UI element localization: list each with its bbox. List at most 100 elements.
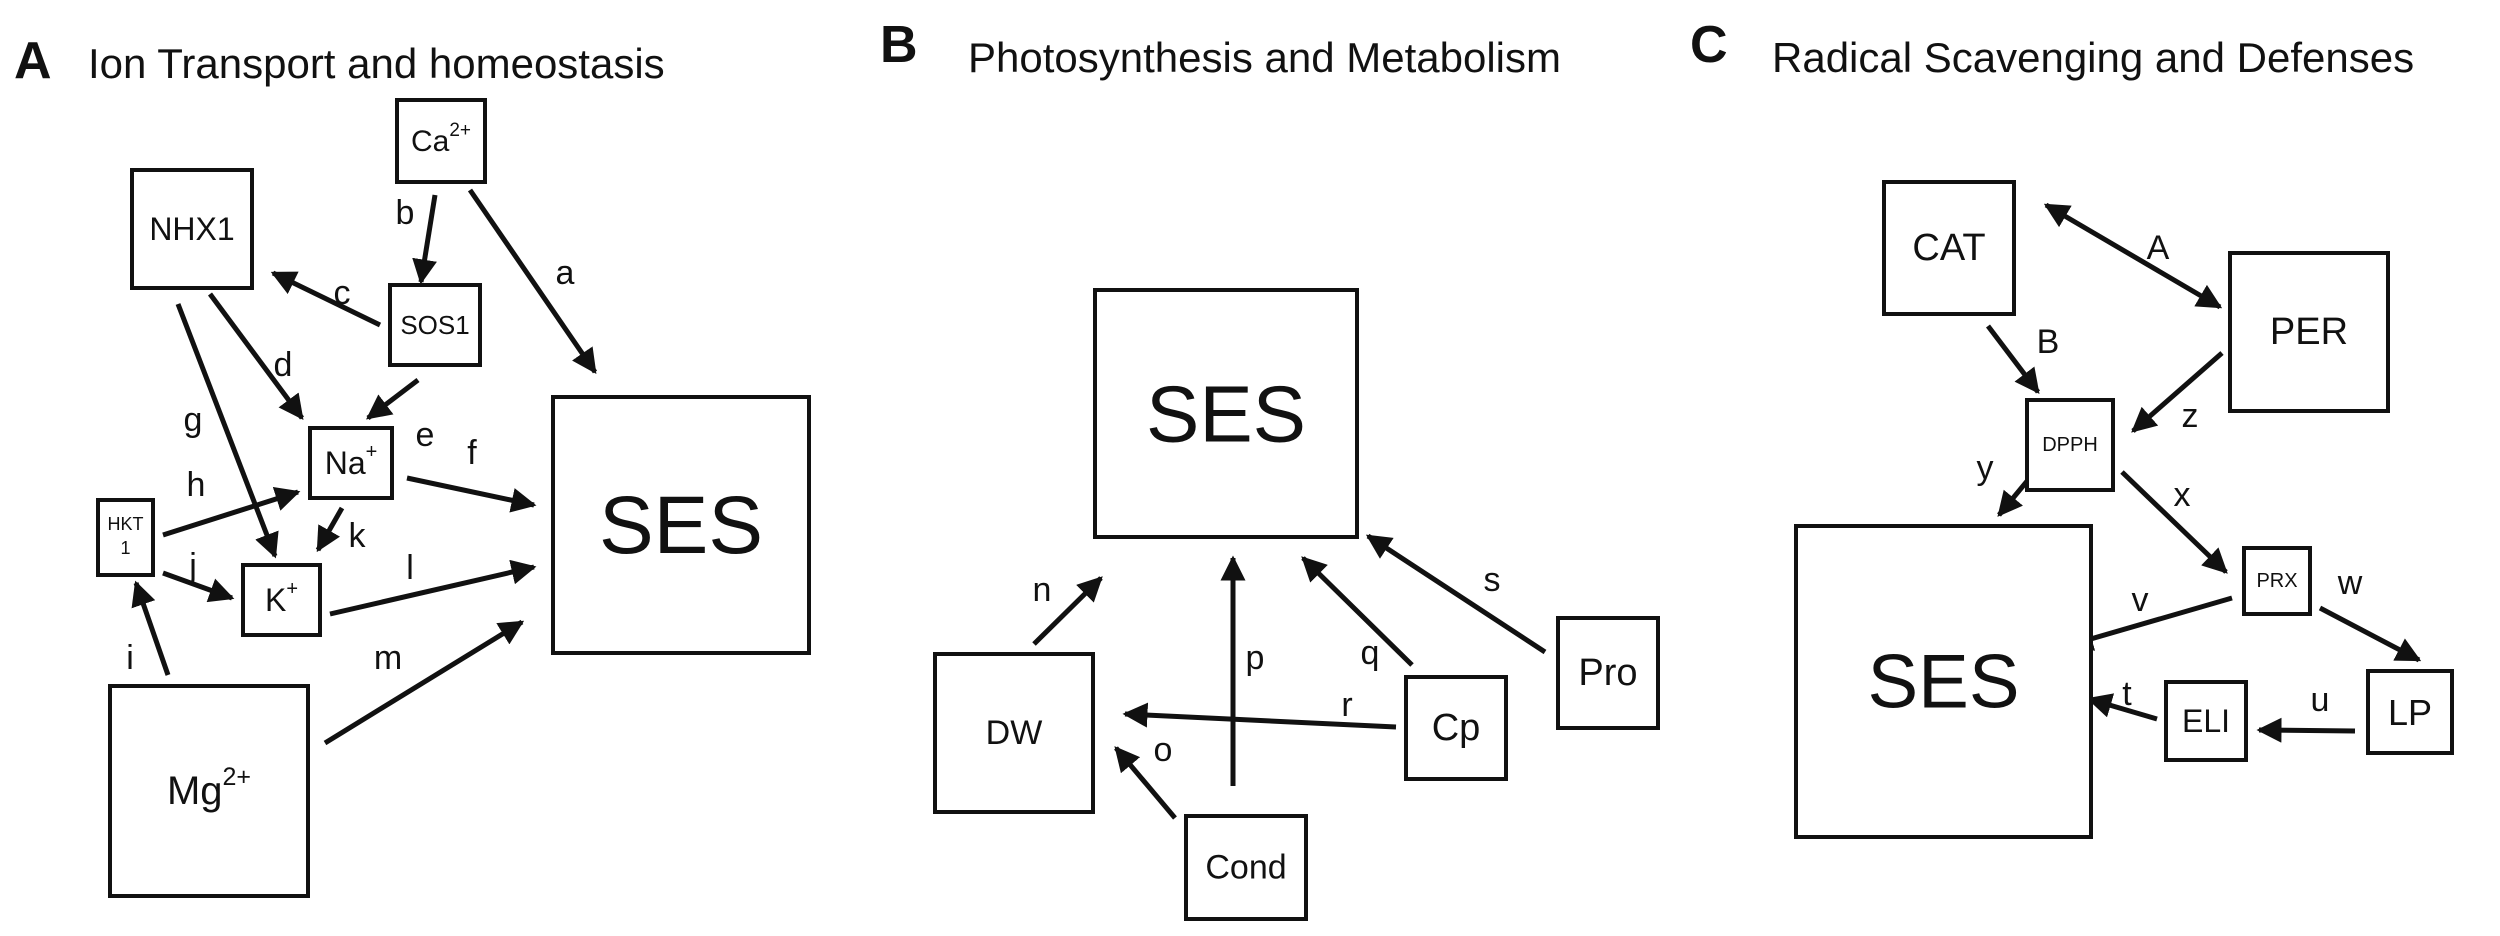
node-box: [1093, 288, 1359, 539]
edge-label-k: k: [349, 517, 367, 555]
node-cond: Cond: [1184, 814, 1308, 921]
edge-label-d: d: [274, 346, 293, 384]
edge-label-q: q: [1361, 634, 1380, 672]
node-label: LP: [2388, 692, 2432, 733]
node-box: [1184, 814, 1308, 921]
node-label: Cp: [1432, 707, 1481, 749]
edge-label-f: f: [467, 434, 477, 472]
node-box: [2025, 398, 2115, 492]
node-ses_a: SES: [551, 395, 811, 655]
node-label: Ca2+: [411, 120, 471, 158]
edge-label-a: a: [556, 254, 575, 292]
node-cat: CAT: [1882, 180, 2016, 316]
edge-label-g: g: [184, 401, 203, 439]
edge-arrow-hkt1-to-k: [162, 570, 235, 603]
node-label: Cond: [1205, 849, 1286, 887]
node-mg: Mg2+: [108, 684, 310, 898]
node-box: [388, 283, 482, 367]
node-label: PER: [2270, 311, 2348, 353]
panel-a-letter: A: [14, 32, 52, 90]
node-box: [395, 98, 487, 184]
edge-label-s: s: [1484, 561, 1501, 599]
node-ses_b: SES: [1093, 288, 1359, 539]
node-label: Pro: [1578, 652, 1637, 694]
panel-c-letter: C: [1690, 16, 1728, 74]
node-dpph: DPPH: [2025, 398, 2115, 492]
edge-arrow-nhx1-to-na: [207, 292, 305, 421]
node-box: [96, 498, 155, 577]
node-label: CAT: [1912, 227, 1985, 269]
node-label: K+: [265, 578, 298, 618]
node-box: [551, 395, 811, 655]
node-pro: Pro: [1556, 616, 1660, 730]
node-label: SES: [599, 480, 763, 571]
node-label: DPPH: [2042, 434, 2098, 456]
panel-c-title: Radical Scavenging and Defenses: [1772, 34, 2414, 81]
node-cp: Cp: [1404, 675, 1508, 781]
node-per: PER: [2228, 251, 2390, 413]
edge-arrow-per-to-dpph: [2131, 351, 2224, 433]
node-na: Na+: [308, 426, 394, 500]
node-label: Na+: [325, 441, 378, 481]
node-box: [2242, 546, 2312, 616]
edge-label-r: r: [1341, 686, 1352, 724]
edge-arrow-cp-to-dw: [1122, 702, 1397, 730]
node-lp: LP: [2366, 669, 2454, 755]
node-box: [241, 563, 322, 637]
edge-label-x: x: [2174, 476, 2191, 514]
edge-label-v: v: [2132, 581, 2149, 619]
node-label: DW: [986, 714, 1043, 752]
edge-arrow-sos1-to-na: [366, 378, 420, 420]
panel-a-title: Ion Transport and homeostasis: [88, 40, 665, 87]
edge-label-e: e: [416, 416, 435, 454]
edge-label-l: l: [406, 549, 414, 587]
edge-arrow-ca-to-sos1: [412, 194, 438, 285]
edge-arrow-cat-to-dpph: [1986, 324, 2040, 394]
node-eli: ELI: [2164, 680, 2248, 762]
node-label: SES: [1146, 369, 1306, 458]
edge-arrow-lp-to-eli: [2256, 717, 2356, 743]
edge-arrow-prx-to-ses_c: [2067, 595, 2233, 651]
node-ses_c: SES: [1794, 524, 2093, 839]
node-box: [130, 168, 254, 290]
edge-label-c: c: [334, 274, 351, 312]
edge-arrow-nhx1-to-k: [175, 303, 279, 559]
edge-label-p: p: [1246, 639, 1265, 677]
edge-arrow-hkt1-to-na: [162, 486, 301, 538]
node-label: SES: [1867, 639, 2019, 724]
edge-arrow-prx-to-lp: [2318, 605, 2422, 663]
node-prx: PRX: [2242, 546, 2312, 616]
node-label: Mg2+: [167, 763, 251, 813]
edge-label-A: A: [2147, 229, 2170, 267]
edge-label-j: j: [188, 547, 197, 585]
edge-arrow-mg-to-hkt1: [131, 580, 171, 676]
edge-label-t: t: [2122, 675, 2132, 713]
edge-arrow-cond-to-dw: [1114, 746, 1177, 820]
panel-b-letter: B: [880, 16, 918, 74]
node-box: [108, 684, 310, 898]
node-label: NHX1: [149, 211, 234, 247]
node-box: [2164, 680, 2248, 762]
node-box: [1556, 616, 1660, 730]
edge-arrow-dw-to-ses_b: [1032, 576, 1103, 646]
edge-label-u: u: [2311, 681, 2330, 719]
edge-label-h: h: [187, 466, 206, 504]
node-label: PRX: [2256, 570, 2297, 592]
node-box: [1404, 675, 1508, 781]
edge-arrow-ca-to-ses_a: [467, 188, 598, 375]
edge-label-m: m: [374, 639, 402, 677]
edge-label-y: y: [1977, 449, 1994, 487]
edge-arrow-eli-to-ses_c: [2086, 693, 2158, 722]
panel-b-title: Photosynthesis and Metabolism: [968, 34, 1561, 81]
edge-label-B: B: [2037, 323, 2060, 361]
node-sos1: SOS1: [388, 283, 482, 367]
node-box: [1794, 524, 2093, 839]
edge-label-z: z: [2182, 397, 2199, 435]
edge-arrow-na-to-ses_a: [406, 475, 537, 513]
edge-label-i: i: [126, 639, 134, 677]
node-dw: DW: [933, 652, 1095, 814]
